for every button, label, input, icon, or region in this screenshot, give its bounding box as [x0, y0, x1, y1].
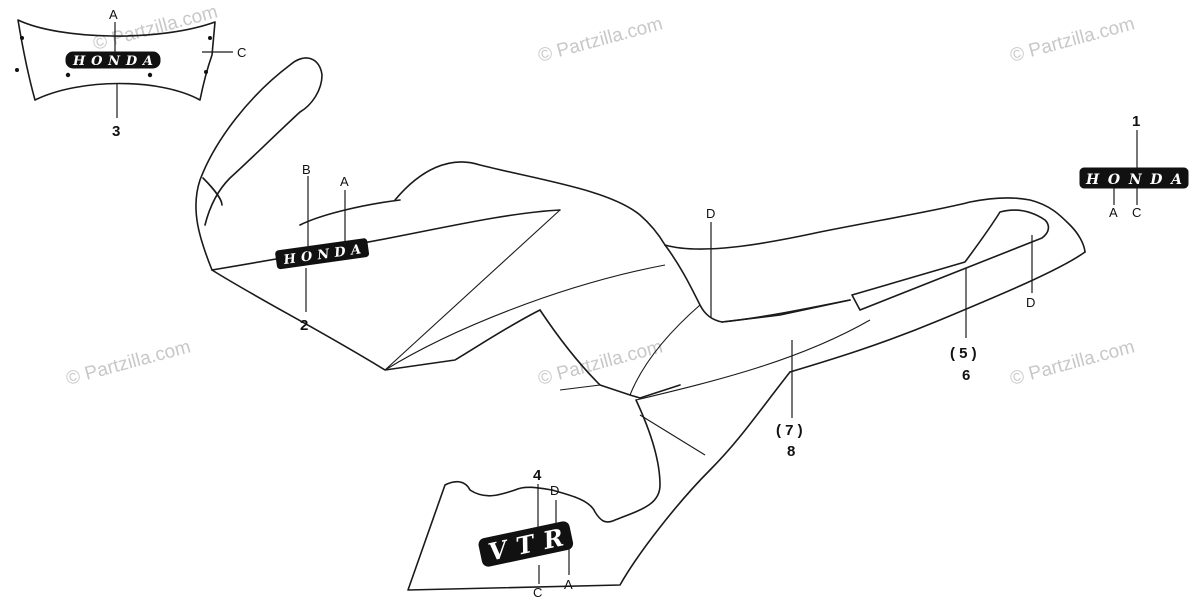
label-1-c: C: [1132, 205, 1141, 220]
label-part-5: ( 5 ): [950, 345, 977, 362]
part-2-fairing-honda: HONDA B A 2: [275, 162, 370, 334]
label-part-7: ( 7 ): [776, 422, 803, 439]
watermark-3: © Partzilla.com: [1008, 13, 1137, 66]
honda-decal-standalone-text: HONDA: [1085, 172, 1182, 188]
vtr-decal-text: VTR: [486, 522, 566, 566]
label-4-c: C: [533, 585, 542, 600]
label-2-b: B: [302, 162, 311, 177]
vtr-decal: [478, 521, 574, 567]
label-4-a: A: [564, 577, 573, 592]
watermark-5: © Partzilla.com: [536, 336, 665, 389]
label-4-d: D: [550, 483, 559, 498]
honda-decal-fairing: [275, 238, 370, 270]
label-part-3: 3: [112, 123, 120, 140]
label-part-1: 1: [1132, 113, 1140, 130]
label-2-a: A: [340, 174, 349, 189]
label-part-4: 4: [533, 467, 542, 484]
label-part-6: 6: [962, 367, 970, 384]
label-part-2: 2: [300, 317, 308, 334]
windscreen-cowl: HONDA: [15, 19, 216, 101]
label-3-a: A: [109, 7, 118, 22]
label-part-8: 8: [787, 443, 795, 460]
honda-decal-windscreen-text: HONDA: [72, 54, 153, 69]
label-1-a: A: [1109, 205, 1118, 220]
label-stripe-d-front: D: [706, 206, 715, 221]
label-stripe-d-rear: D: [1026, 295, 1035, 310]
part-1-honda-decal: HONDA 1 A C: [1079, 113, 1189, 220]
motorcycle-body-outline: [195, 57, 1086, 591]
label-3-c: C: [237, 45, 246, 60]
honda-decal-standalone: [1079, 167, 1189, 189]
watermark-4: © Partzilla.com: [64, 336, 193, 389]
watermark-2: © Partzilla.com: [536, 13, 665, 66]
honda-decal-windscreen: [65, 51, 161, 69]
watermark-6: © Partzilla.com: [1008, 336, 1137, 389]
